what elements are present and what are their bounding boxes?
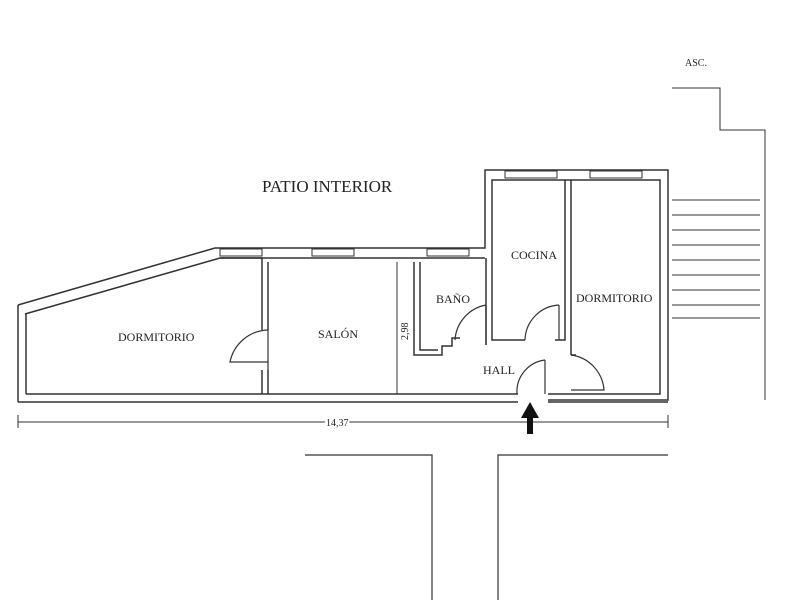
room-label-dormitorio-right: DORMITORIO — [576, 291, 653, 305]
width-dimension-label: 14,37 — [326, 418, 349, 429]
room-label-cocina: COCINA — [511, 248, 557, 262]
doors — [229, 304, 605, 395]
interior-walls — [261, 180, 576, 394]
windows — [219, 170, 643, 257]
entrance-arrow-icon — [521, 402, 539, 434]
room-label-dormitorio-left: DORMITORIO — [118, 330, 195, 344]
room-label-bano: BAÑO — [436, 292, 470, 306]
room-label-hall: HALL — [483, 363, 515, 377]
street-lines — [305, 454, 668, 600]
asc-label: ASC. — [685, 58, 707, 69]
stairs — [672, 87, 766, 400]
patio-label: PATIO INTERIOR — [262, 177, 393, 196]
outer-walls — [17, 169, 669, 403]
height-dimension-label: 2,98 — [400, 323, 411, 341]
room-label-salon: SALÓN — [318, 327, 358, 341]
